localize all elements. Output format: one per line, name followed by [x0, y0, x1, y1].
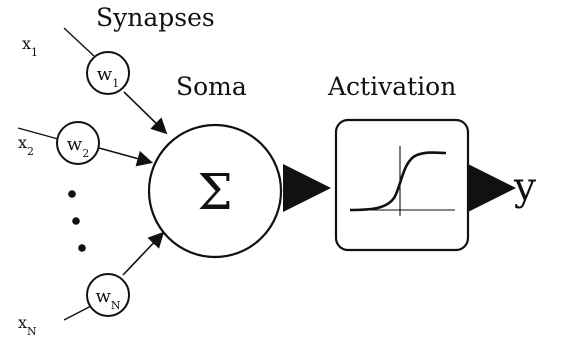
synapse-circle-2 [56, 121, 100, 165]
weight-base-1: w [97, 64, 113, 85]
arrow-synapse-2-to-soma [98, 147, 154, 167]
input-line-2 [17, 127, 59, 140]
input-base-N: x [18, 313, 27, 332]
synapse-circle-1 [86, 51, 130, 95]
synapses-label: Synapses [96, 3, 215, 32]
input-line-1 [63, 27, 95, 57]
input-sub-1: 1 [31, 46, 38, 59]
arrow-synapse-1-to-soma [123, 91, 168, 135]
input-base-2: x [18, 133, 27, 152]
weight-base-2: w [67, 134, 83, 155]
weight-label-N: wN [95, 286, 120, 312]
ellipsis-dot-3 [78, 244, 86, 252]
input-base-1: x [22, 34, 31, 53]
arrow-synapse-N-to-soma [122, 231, 165, 276]
soma-circle [147, 123, 283, 259]
weight-label-1: w1 [97, 64, 119, 90]
input-label-2: x2 [18, 133, 34, 158]
weight-label-2: w2 [67, 134, 89, 160]
activation-sigmoid-curve [349, 151, 447, 212]
weight-base-N: w [95, 286, 111, 307]
input-label-N: xN [18, 313, 37, 338]
synapse-circle-N [86, 273, 130, 317]
sigma-symbol: Σ [197, 163, 232, 221]
input-sub-N: N [27, 325, 37, 338]
input-sub-2: 2 [27, 145, 34, 158]
weight-sub-N: N [111, 299, 121, 312]
weight-sub-2: 2 [82, 147, 89, 160]
output-label: y [513, 165, 536, 210]
input-line-N [63, 304, 94, 321]
soma-label: Soma [176, 72, 247, 101]
weight-sub-1: 1 [112, 77, 119, 90]
activation-box [334, 118, 470, 252]
ellipsis-dot-1 [68, 190, 76, 198]
ellipsis-dot-2 [72, 217, 80, 225]
activation-label: Activation [327, 72, 456, 101]
input-label-1: x1 [22, 34, 38, 59]
